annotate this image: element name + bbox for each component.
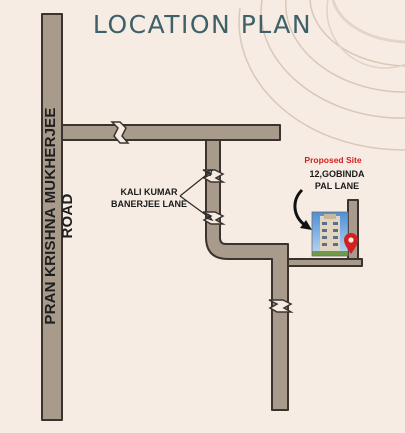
site-address-line2: PAL LANE (314, 181, 360, 191)
road-branch-horizontal (61, 124, 281, 141)
road-break-icon (110, 121, 294, 313)
lane-label-line2: BANERJEE LANE (110, 199, 187, 209)
site-address-line1: 12,GOBINDA (309, 169, 365, 179)
curved-arrow-icon (293, 188, 312, 230)
building-icon (311, 211, 349, 257)
road-kali-kumar-banerjee-lane (205, 139, 289, 411)
decorative-swirl (238, 0, 405, 151)
road-network (41, 13, 363, 421)
page-title: LOCATION PLAN (92, 10, 313, 39)
site-address: 12,GOBINDA PAL LANE (302, 168, 372, 192)
location-pin-icon (344, 233, 358, 254)
lane-pointer-lines (179, 169, 214, 222)
lane-label: KALI KUMAR BANERJEE LANE (100, 186, 198, 210)
road-gobinda-pal-lane (287, 258, 363, 267)
lane-label-line1: KALI KUMAR (120, 187, 178, 197)
main-road-label: PRAN KRISHNA MUKHERJEE ROAD (42, 107, 76, 325)
road-pran-krishna-mukherjee (41, 13, 63, 421)
proposed-site-label: Proposed Site (304, 155, 362, 165)
